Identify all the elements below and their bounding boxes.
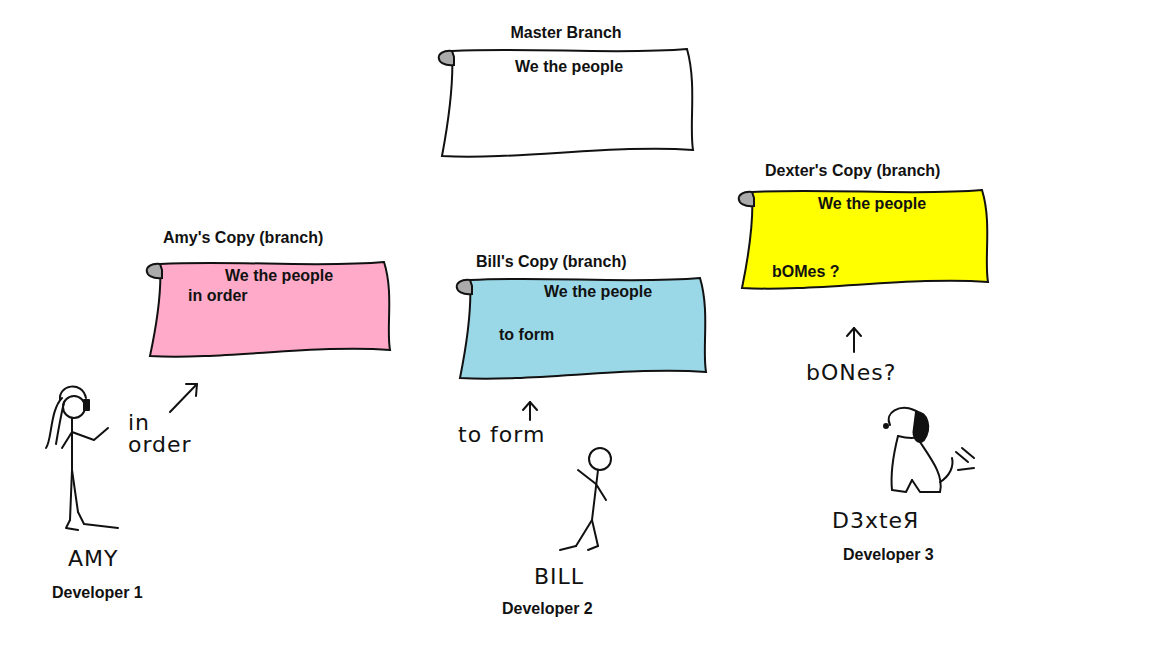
scroll-text: We the people bbox=[818, 195, 926, 213]
handwritten-note: bONes? bbox=[806, 362, 896, 384]
branch-scroll: Amy's Copy (branch)We the peoplein order bbox=[148, 258, 392, 358]
handwritten-note: in order bbox=[128, 412, 208, 456]
scroll-text: We the people bbox=[515, 58, 623, 76]
branch-heading: Dexter's Copy (branch) bbox=[765, 162, 940, 180]
scroll-text: We the people bbox=[225, 267, 333, 285]
branch-heading: Bill's Copy (branch) bbox=[476, 253, 626, 271]
developer-label: Developer 3 bbox=[843, 546, 934, 564]
developer-label: Developer 2 bbox=[502, 600, 593, 618]
scroll-curl bbox=[147, 264, 162, 278]
scroll-outline bbox=[742, 190, 988, 289]
handwritten-note: AMY bbox=[68, 548, 118, 570]
handwritten-note: D3xteЯ bbox=[832, 510, 919, 532]
branch-scroll: Master BranchWe the people bbox=[440, 45, 695, 158]
scroll-outline bbox=[150, 262, 390, 357]
scroll-text: to form bbox=[499, 326, 554, 344]
scroll-outline bbox=[460, 278, 706, 379]
handwritten-note: BILL bbox=[534, 566, 584, 588]
branch-heading: Amy's Copy (branch) bbox=[163, 229, 323, 247]
branch-scroll: Dexter's Copy (branch)We the peoplebOMes… bbox=[740, 186, 990, 290]
scroll-curl bbox=[739, 192, 754, 206]
branch-heading: Master Branch bbox=[510, 24, 621, 42]
scroll-text: in order bbox=[188, 287, 248, 305]
scroll-curl bbox=[439, 51, 454, 65]
developer-label: Developer 1 bbox=[52, 584, 143, 602]
scroll-curl bbox=[457, 280, 472, 294]
branch-scroll: Bill's Copy (branch)We the peopleto form bbox=[458, 274, 708, 380]
handwritten-note: to form bbox=[458, 424, 545, 446]
scroll-outline bbox=[442, 49, 693, 157]
scroll-text: bOMes ? bbox=[772, 263, 840, 281]
scroll-text: We the people bbox=[544, 283, 652, 301]
